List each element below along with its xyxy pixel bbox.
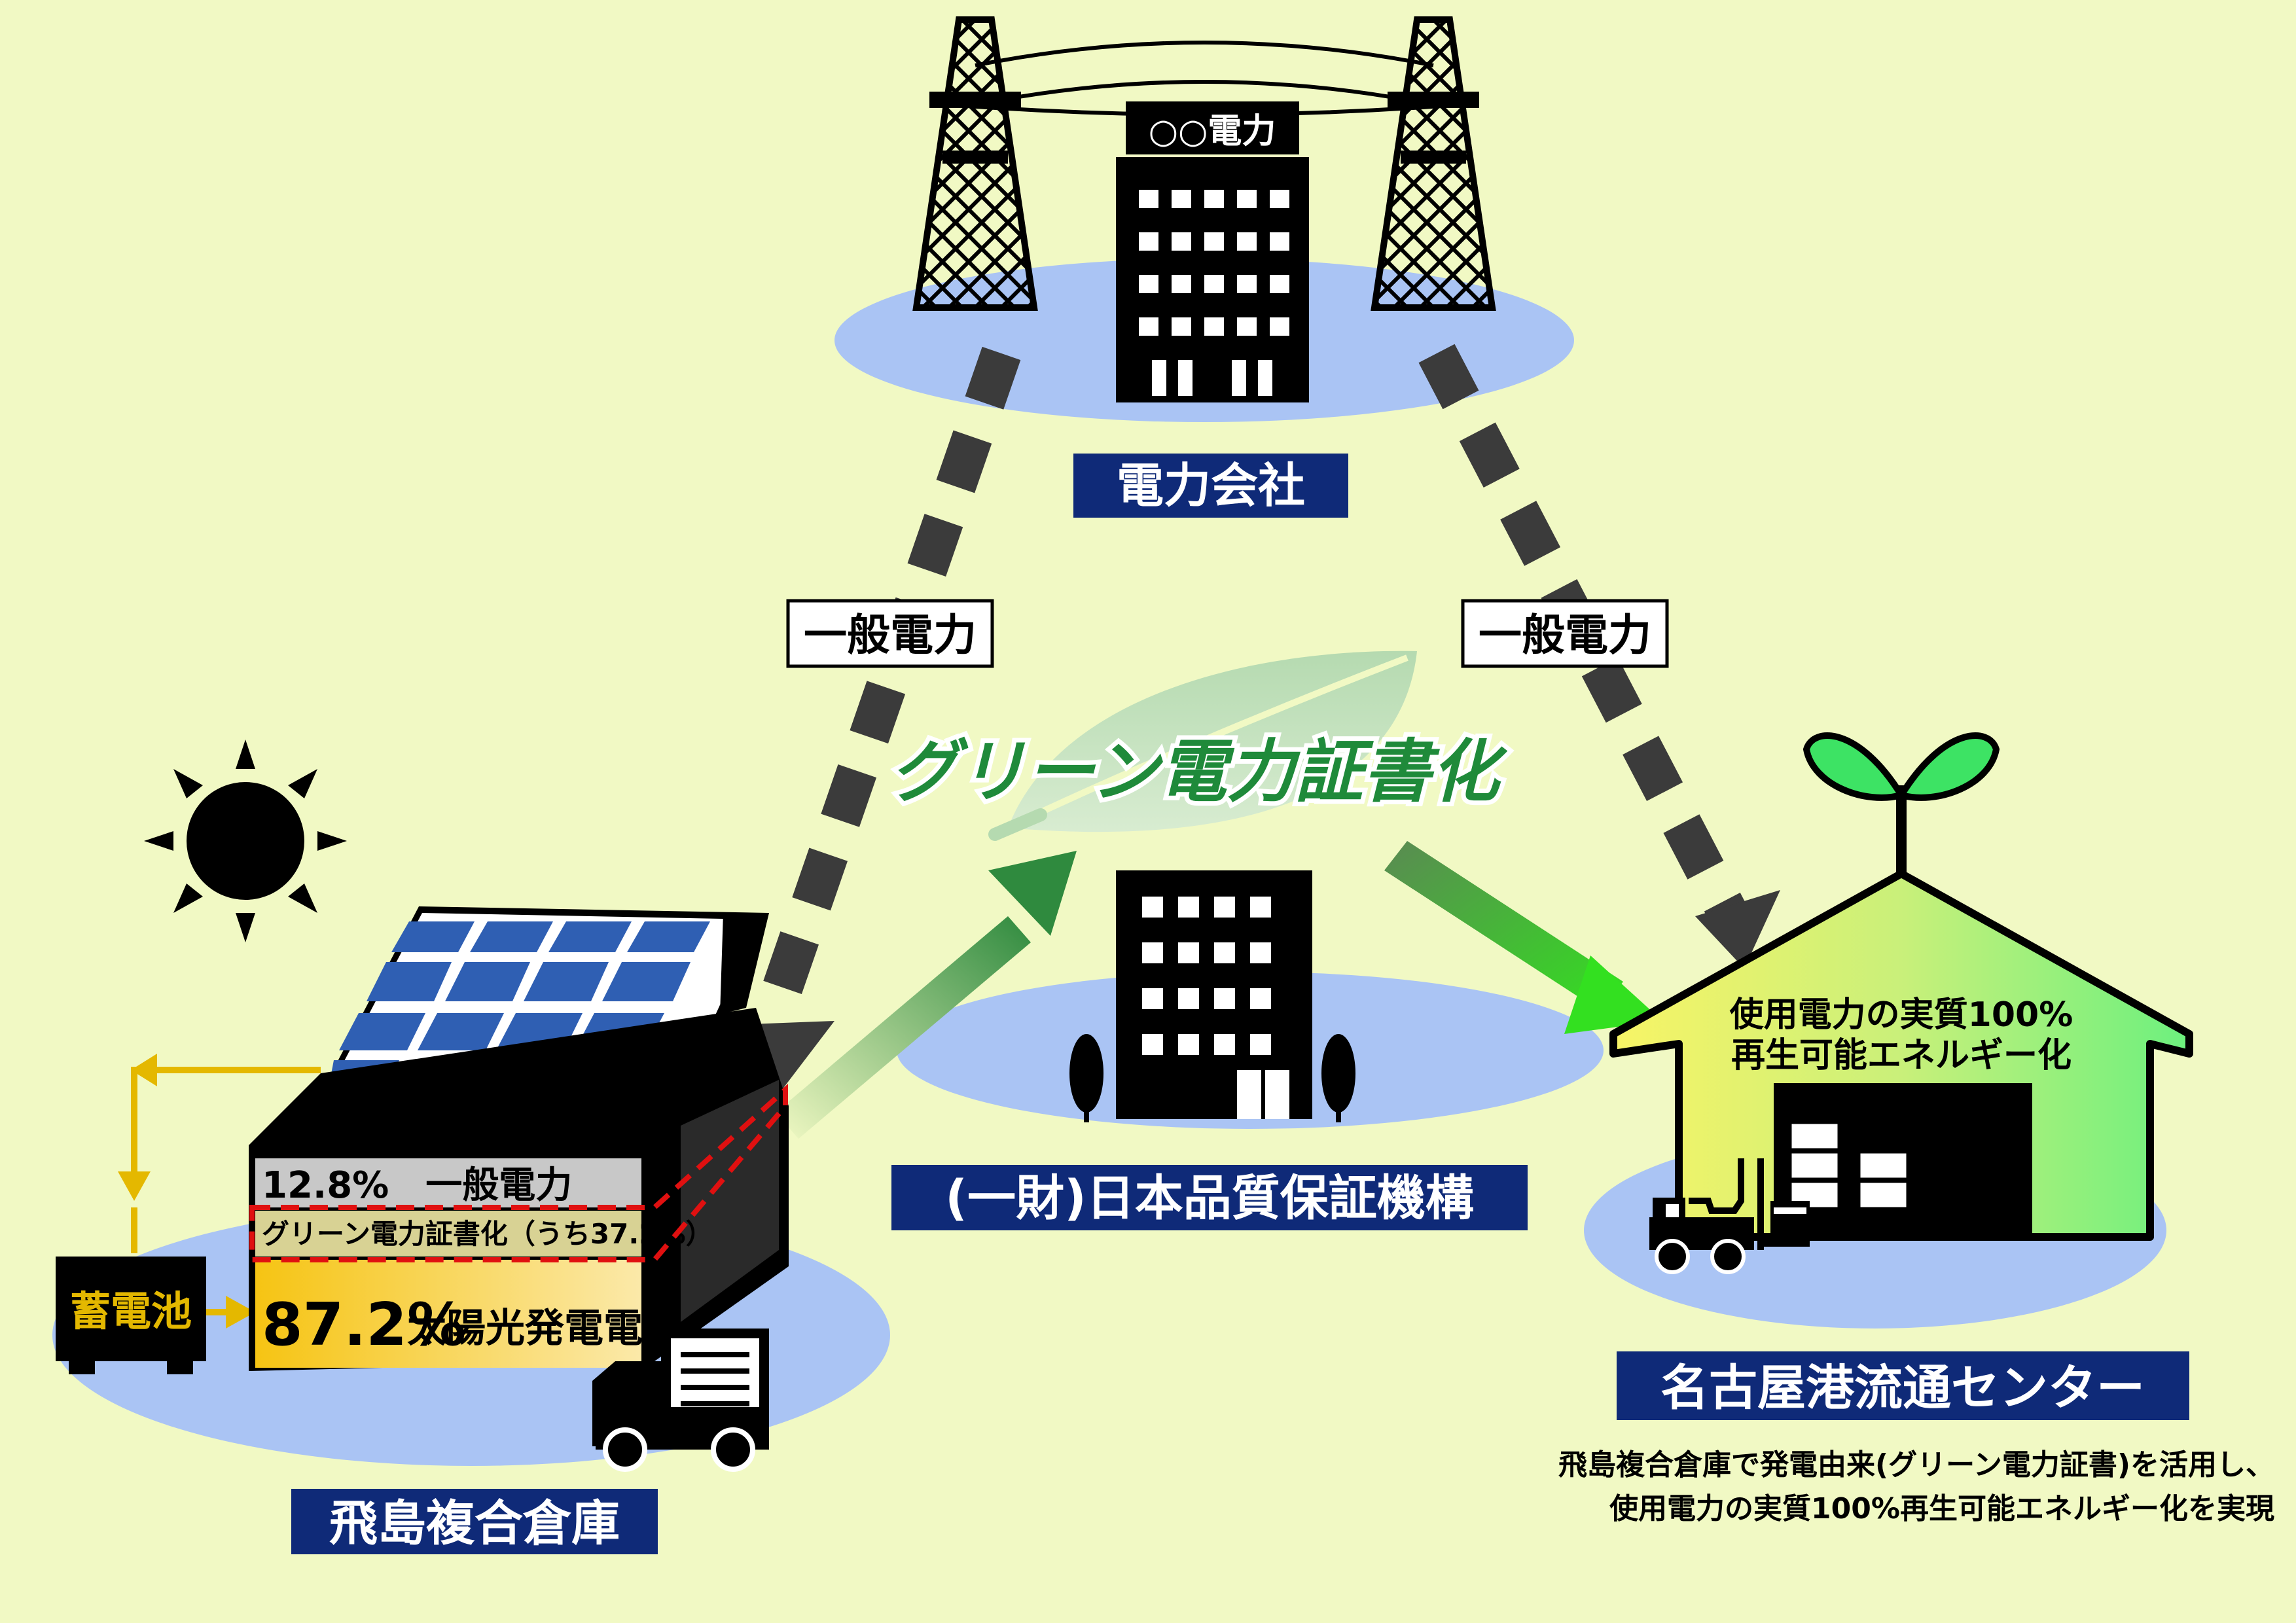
right-general-power-label: 一般電力: [1479, 610, 1651, 660]
tree-icon-right: [1321, 1034, 1355, 1122]
sun-icon: [144, 740, 347, 942]
certifier-group: (一財)日本品質保証機構: [891, 651, 1604, 1230]
right-pylon-icon: [1371, 16, 1496, 311]
distribution-center-building-icon: [1609, 870, 2193, 1241]
truck-icon: [592, 1329, 769, 1472]
row-general-bg: [255, 1158, 641, 1207]
left-pylon-icon: [912, 16, 1038, 311]
power-company-sign: ○○電力: [1149, 112, 1276, 151]
certifier-label: (一財)日本品質保証機構: [945, 1170, 1474, 1226]
distribution-center-label: 名古屋港流通センター: [1660, 1360, 2145, 1416]
wire-arrow-left: [131, 1054, 157, 1086]
green-arrow-to-center: [1384, 841, 1662, 1034]
battery-label: 蓄電池: [70, 1287, 192, 1335]
power-company-label: 電力会社: [1117, 458, 1305, 513]
left-general-power-label: 一般電力: [804, 610, 977, 660]
roof-line-2: 再生可能エネルギー化: [1731, 1036, 2072, 1075]
power-company-group: ○○電力 電力会社: [834, 16, 1574, 518]
roof-line-1: 使用電力の実質100%: [1729, 995, 2073, 1035]
warehouse-label: 飛島複合倉庫: [329, 1495, 620, 1552]
power-company-sign-bg: [1126, 105, 1299, 154]
forklift-icon: [1649, 1158, 1810, 1274]
distribution-center-group: 使用電力の実質100% 再生可能エネルギー化 名古屋港流通センター 飛島複合倉庫…: [1558, 732, 2274, 1525]
green-certification-label: グリーン電力証書化: [890, 732, 1508, 812]
green-arrow-to-certifier: [776, 851, 1077, 1139]
row-solar-text: 太陽光発電電力: [407, 1306, 682, 1351]
left-general-power-arrow: [749, 346, 1021, 1090]
warehouse-group: 蓄電池: [52, 740, 890, 1554]
row-green-text: グリーン電力証書化（うち37.2%）: [262, 1218, 713, 1250]
power-company-label-box: 電力会社: [1073, 454, 1348, 518]
right-general-power-label-box: 一般電力: [1461, 599, 1669, 668]
distribution-center-label-box: 名古屋港流通センター: [1617, 1351, 2189, 1420]
leaf-icon: [988, 651, 1417, 841]
certifier-building-icon: [1116, 870, 1312, 1119]
certifier-label-box: (一財)日本品質保証機構: [891, 1165, 1528, 1230]
row-solar-bg: [255, 1260, 641, 1368]
row-solar-pct: 87.2%: [262, 1291, 466, 1359]
left-general-power-label-box: 一般電力: [786, 599, 994, 668]
wire-arrow-down: [118, 1171, 151, 1201]
row-general-text: 12.8% 一般電力: [262, 1164, 572, 1207]
note-line-2: 使用電力の実質100%再生可能エネルギー化を実現: [1609, 1492, 2274, 1525]
note-line-1: 飛島複合倉庫で発電由来(グリーン電力証書)を活用し、: [1558, 1448, 2274, 1482]
tree-icon-left: [1069, 1034, 1103, 1122]
sprout-icon: [1803, 732, 2000, 877]
wire-arrow-right: [226, 1296, 255, 1329]
warehouse-label-box: 飛島複合倉庫: [291, 1489, 658, 1554]
battery-icon: [56, 1257, 206, 1374]
row-green-bg: [255, 1211, 641, 1257]
